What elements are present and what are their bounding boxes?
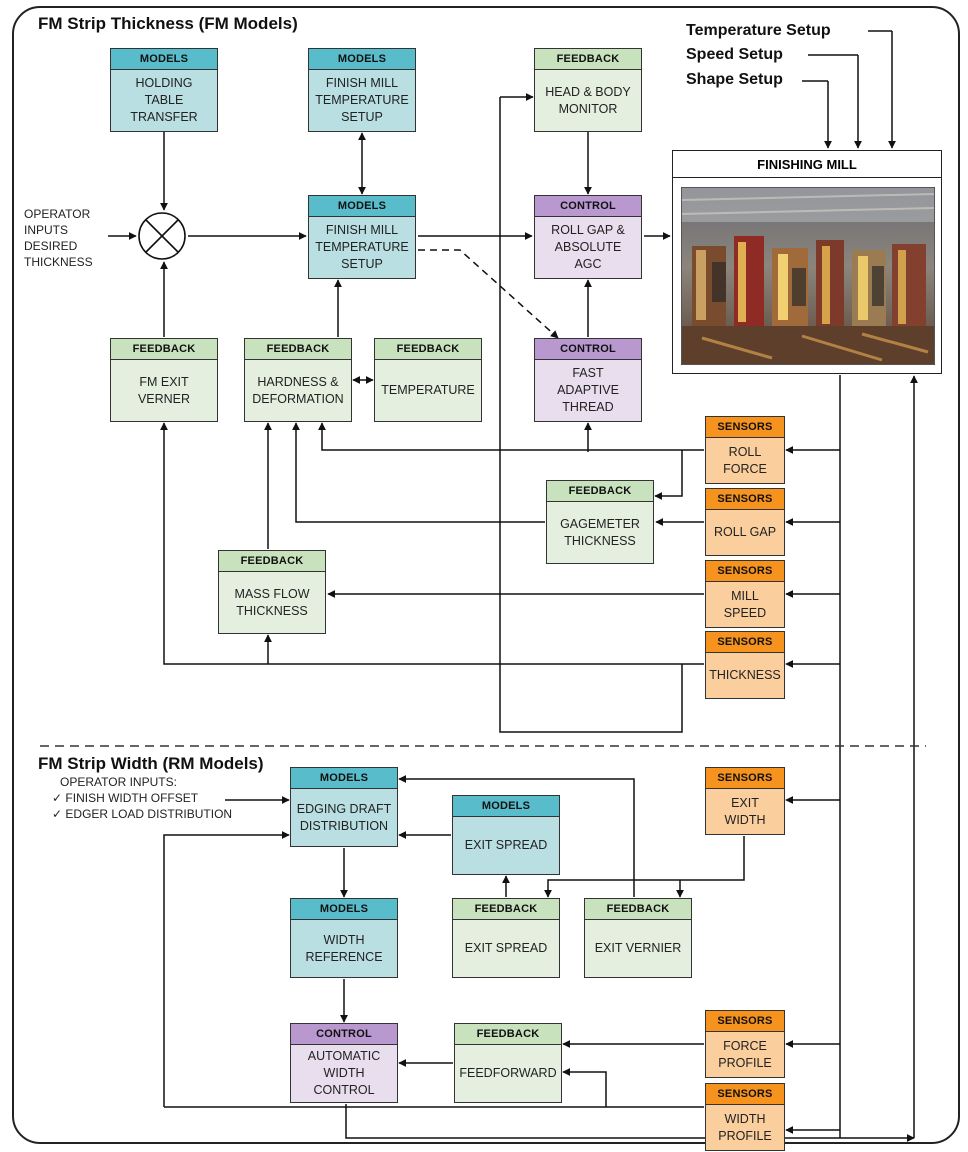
diagram-frame — [12, 6, 960, 1144]
control-header: CONTROL — [291, 1024, 397, 1045]
operator-width-item-label: EDGER LOAD DISTRIBUTION — [65, 807, 233, 821]
thickness-section-title: FM Strip Thickness (FM Models) — [38, 14, 298, 33]
edging-draft-distribution-block: MODELS EDGING DRAFT DISTRIBUTION — [290, 767, 398, 847]
block-text: FM EXIT VERNER — [137, 374, 191, 406]
control-header: CONTROL — [535, 196, 641, 217]
hardness-deformation-block: FEEDBACK HARDNESS & DEFORMATION — [244, 338, 352, 422]
fast-adaptive-thread-block: CONTROL FAST ADAPTIVE THREAD — [534, 338, 642, 422]
sensors-header: SENSORS — [706, 417, 784, 438]
summing-junction-icon — [138, 212, 186, 260]
block-text: EXIT SPREAD — [464, 941, 548, 955]
block-text: ROLL FORCE — [723, 444, 767, 476]
operator-width-item: ✓ FINISH WIDTH OFFSET — [52, 790, 282, 806]
operator-width-heading: OPERATOR INPUTS: — [60, 775, 177, 789]
sensors-header: SENSORS — [706, 561, 784, 582]
block-text: TEMPERATURE — [381, 383, 475, 397]
check-icon: ✓ — [52, 807, 63, 821]
feedback-header: FEEDBACK — [585, 899, 691, 920]
operator-thickness-inputs: OPERATOR INPUTS DESIRED THICKNESS — [24, 207, 93, 269]
block-text: FAST ADAPTIVE THREAD — [557, 366, 619, 414]
models-header: MODELS — [453, 796, 559, 817]
models-header: MODELS — [291, 768, 397, 789]
models-header: MODELS — [309, 196, 415, 217]
feedback-header: FEEDBACK — [375, 339, 481, 360]
block-text: FORCE PROFILE — [718, 1038, 772, 1070]
block-text: EXIT SPREAD — [464, 838, 548, 852]
block-text: MASS FLOW THICKNESS — [234, 586, 310, 618]
exit-vernier-block: FEEDBACK EXIT VERNIER — [584, 898, 692, 978]
block-text: EXIT WIDTH — [724, 795, 766, 827]
shape-setup-label: Shape Setup — [686, 71, 783, 88]
width-profile-sensor: SENSORS WIDTH PROFILE — [705, 1083, 785, 1151]
block-text: FINISH MILL TEMPERATURE SETUP — [315, 223, 409, 271]
block-text: GAGEMETER THICKNESS — [560, 516, 640, 548]
rolling-mill-photo-icon — [681, 187, 935, 365]
block-text: ROLL GAP & ABSOLUTE AGC — [551, 223, 625, 271]
speed-setup-label: Speed Setup — [686, 46, 783, 63]
block-text: HARDNESS & DEFORMATION — [252, 374, 344, 406]
block-text: FINISH MILL TEMPERATURE SETUP — [315, 76, 409, 124]
finishing-mill: FINISHING MILL — [672, 150, 942, 374]
operator-width-inputs: OPERATOR INPUTS: ✓ FINISH WIDTH OFFSET ✓… — [52, 774, 282, 822]
block-text: FEEDFORWARD — [459, 1066, 557, 1080]
block-text: EDGING DRAFT DISTRIBUTION — [296, 801, 392, 833]
automatic-width-control-block: CONTROL AUTOMATIC WIDTH CONTROL — [290, 1023, 398, 1103]
mass-flow-thickness-block: FEEDBACK MASS FLOW THICKNESS — [218, 550, 326, 634]
block-text: ROLL GAP — [713, 525, 777, 539]
temperature-setup-label: Temperature Setup — [686, 22, 831, 39]
block-text: HOLDING TABLE TRANSFER — [130, 76, 198, 124]
exit-spread-model-block: MODELS EXIT SPREAD — [452, 795, 560, 875]
block-text: THICKNESS — [709, 668, 781, 682]
roll-gap-sensor: SENSORS ROLL GAP — [705, 488, 785, 556]
sensors-header: SENSORS — [706, 632, 784, 653]
width-section-title: FM Strip Width (RM Models) — [38, 754, 264, 773]
sensors-header: SENSORS — [706, 489, 784, 510]
control-header: CONTROL — [535, 339, 641, 360]
feedback-header: FEEDBACK — [455, 1024, 561, 1045]
head-body-monitor-block: FEEDBACK HEAD & BODY MONITOR — [534, 48, 642, 132]
thickness-sensor: SENSORS THICKNESS — [705, 631, 785, 699]
feedback-header: FEEDBACK — [111, 339, 217, 360]
block-text: AUTOMATIC WIDTH CONTROL — [307, 1049, 381, 1097]
temperature-block: FEEDBACK TEMPERATURE — [374, 338, 482, 422]
sensors-header: SENSORS — [706, 1011, 784, 1032]
gagemeter-thickness-block: FEEDBACK GAGEMETER THICKNESS — [546, 480, 654, 564]
block-text: EXIT VERNIER — [594, 941, 682, 955]
operator-width-item-label: FINISH WIDTH OFFSET — [65, 791, 199, 805]
feedforward-block: FEEDBACK FEEDFORWARD — [454, 1023, 562, 1103]
models-header: MODELS — [291, 899, 397, 920]
feedback-header: FEEDBACK — [453, 899, 559, 920]
width-reference-block: MODELS WIDTH REFERENCE — [290, 898, 398, 978]
feedback-header: FEEDBACK — [219, 551, 325, 572]
exit-width-sensor: SENSORS EXIT WIDTH — [705, 767, 785, 835]
operator-width-item: ✓ EDGER LOAD DISTRIBUTION — [52, 806, 282, 822]
models-header: MODELS — [309, 49, 415, 70]
exit-spread-feedback-block: FEEDBACK EXIT SPREAD — [452, 898, 560, 978]
mill-speed-sensor: SENSORS MILL SPEED — [705, 560, 785, 628]
finish-mill-temp-setup-top-block: MODELS FINISH MILL TEMPERATURE SETUP — [308, 48, 416, 132]
finish-mill-temp-setup-mid-block: MODELS FINISH MILL TEMPERATURE SETUP — [308, 195, 416, 279]
holding-table-transfer-block: MODELS HOLDING TABLE TRANSFER — [110, 48, 218, 132]
block-text: HEAD & BODY MONITOR — [545, 84, 631, 116]
block-text: WIDTH REFERENCE — [305, 932, 383, 964]
check-icon: ✓ — [52, 791, 63, 805]
force-profile-sensor: SENSORS FORCE PROFILE — [705, 1010, 785, 1078]
sensors-header: SENSORS — [706, 768, 784, 789]
fm-exit-verner-block: FEEDBACK FM EXIT VERNER — [110, 338, 218, 422]
block-text: MILL SPEED — [723, 588, 767, 620]
models-header: MODELS — [111, 49, 217, 70]
feedback-header: FEEDBACK — [245, 339, 351, 360]
block-text: WIDTH PROFILE — [718, 1111, 772, 1143]
roll-force-sensor: SENSORS ROLL FORCE — [705, 416, 785, 484]
roll-gap-agc-block: CONTROL ROLL GAP & ABSOLUTE AGC — [534, 195, 642, 279]
finishing-mill-title: FINISHING MILL — [673, 151, 941, 178]
feedback-header: FEEDBACK — [547, 481, 653, 502]
sensors-header: SENSORS — [706, 1084, 784, 1105]
feedback-header: FEEDBACK — [535, 49, 641, 70]
